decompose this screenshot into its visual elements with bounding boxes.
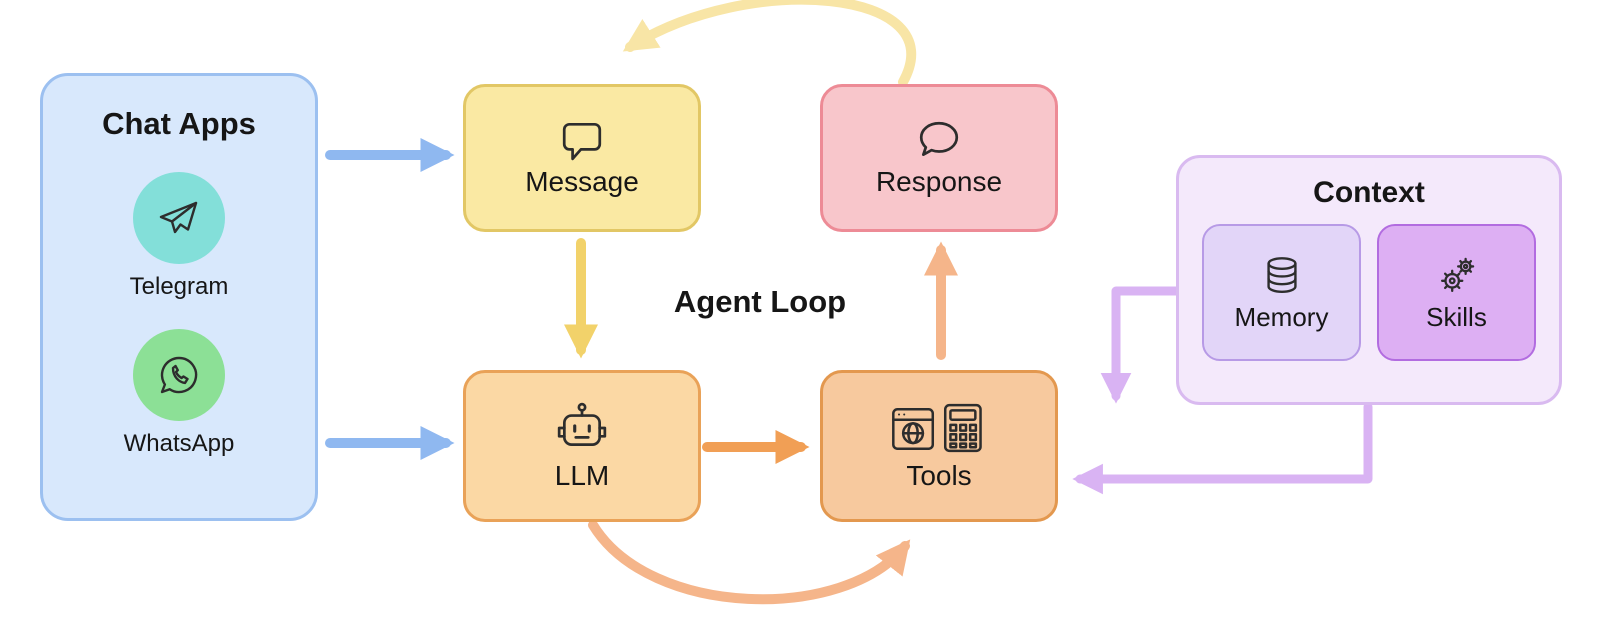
message-label: Message [525,165,639,197]
gears-icon [1440,257,1474,292]
node-response: Response [820,84,1058,232]
telegram-label: Telegram [129,273,229,300]
whatsapp-label: WhatsApp [123,430,235,457]
whatsapp-icon [160,356,198,394]
response-label: Response [875,165,1003,197]
arrow-response-to-message-curve [622,0,917,87]
node-skills: Skills [1377,224,1536,361]
node-llm: LLM [463,370,701,522]
robot-icon [557,402,607,446]
telegram-badge [133,172,225,264]
arrow-context-to-tools-elbow-down [1100,286,1181,404]
node-memory: Memory [1202,224,1361,361]
llm-label: LLM [554,459,610,491]
arrow-context-to-tools-elbow-left [1072,402,1373,495]
skills-label: Skills [1426,301,1487,332]
tools-label: Tools [906,459,972,491]
node-tools: Tools [820,370,1058,522]
agent-loop-label: Agent Loop [673,284,847,319]
telegram-icon [159,201,198,234]
memory-label: Memory [1234,301,1329,332]
chat-apps-title: Chat Apps [102,106,256,141]
response-bubble-icon [919,121,959,156]
context-title: Context [1313,176,1425,209]
browser-and-calculator-icon [892,403,982,452]
chat-apps-panel: Chat Apps Telegram WhatsApp [40,73,318,521]
whatsapp-badge [133,329,225,421]
arrow-llm-to-tools-curve [588,520,911,605]
database-icon [1266,256,1297,293]
context-panel: Context Memory [1176,155,1562,405]
node-message: Message [463,84,701,232]
message-bubble-icon [562,122,602,160]
